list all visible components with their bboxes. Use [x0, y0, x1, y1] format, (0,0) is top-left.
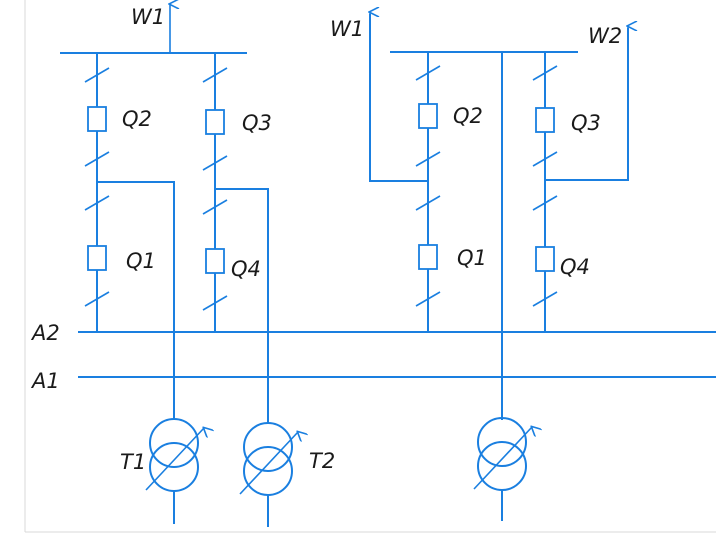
tap-to-t2 — [215, 188, 269, 424]
disconnector-tick — [84, 195, 110, 211]
breaker-q2-right-label: Q2 — [453, 104, 483, 128]
breaker-q2-left-label: Q2 — [122, 107, 152, 131]
disconnector-tick — [415, 291, 441, 307]
disconnector-tick — [415, 195, 441, 211]
disconnector-tick — [202, 67, 228, 83]
breaker-q1-right — [418, 244, 438, 270]
tap-to-t1 — [97, 181, 175, 420]
disconnector-tick — [202, 295, 228, 311]
busbar-a2-label: A2 — [30, 321, 60, 345]
disconnector-tick — [84, 151, 110, 167]
breaker-q2-right — [418, 103, 438, 129]
disconnector-tick — [415, 151, 441, 167]
disconnector-tick — [532, 195, 558, 211]
right-feeder-w1-label: W1 — [330, 17, 364, 41]
busbar-a1-label: A1 — [30, 369, 60, 393]
transformer-t1-icon — [145, 418, 204, 524]
breaker-q1-left-label: Q1 — [126, 249, 156, 273]
right-feeder-w2-label: W2 — [588, 24, 622, 48]
breaker-q3-right-label: Q3 — [571, 111, 601, 135]
disconnector-tick — [532, 151, 558, 167]
right-scheme: W1 W2 Q2 Q1 Q3 Q4 — [330, 12, 628, 521]
breaker-q4-left-label: Q4 — [231, 257, 261, 281]
transformer-right-icon — [473, 417, 532, 521]
disconnector-tick — [84, 67, 110, 83]
disconnector-tick — [202, 155, 228, 171]
transformer-t1-label: T1 — [120, 450, 146, 474]
transformer-t2-label: T2 — [309, 449, 335, 473]
breaker-q4-right — [535, 246, 555, 272]
right-feeder-w2-line — [545, 28, 629, 181]
transformer-t2-icon — [239, 422, 298, 527]
left-feeder-w1-label: W1 — [131, 5, 165, 29]
disconnector-tick — [532, 291, 558, 307]
left-scheme: W1 Q2 Q1 Q3 Q4 T1 — [60, 4, 335, 527]
breaker-q4-right-label: Q4 — [560, 255, 590, 279]
disconnector-tick — [415, 65, 441, 81]
breaker-q1-left — [87, 245, 107, 271]
disconnector-tick — [532, 65, 558, 81]
breaker-q3-right — [535, 107, 555, 133]
breaker-q2-left — [87, 106, 107, 132]
right-feeder-w1-line — [369, 14, 428, 182]
breaker-q4-left — [205, 248, 225, 274]
disconnector-tick — [202, 199, 228, 215]
breaker-q3-left — [205, 109, 225, 135]
disconnector-tick — [84, 291, 110, 307]
breaker-q3-left-label: Q3 — [242, 111, 272, 135]
breaker-q1-right-label: Q1 — [457, 246, 487, 270]
